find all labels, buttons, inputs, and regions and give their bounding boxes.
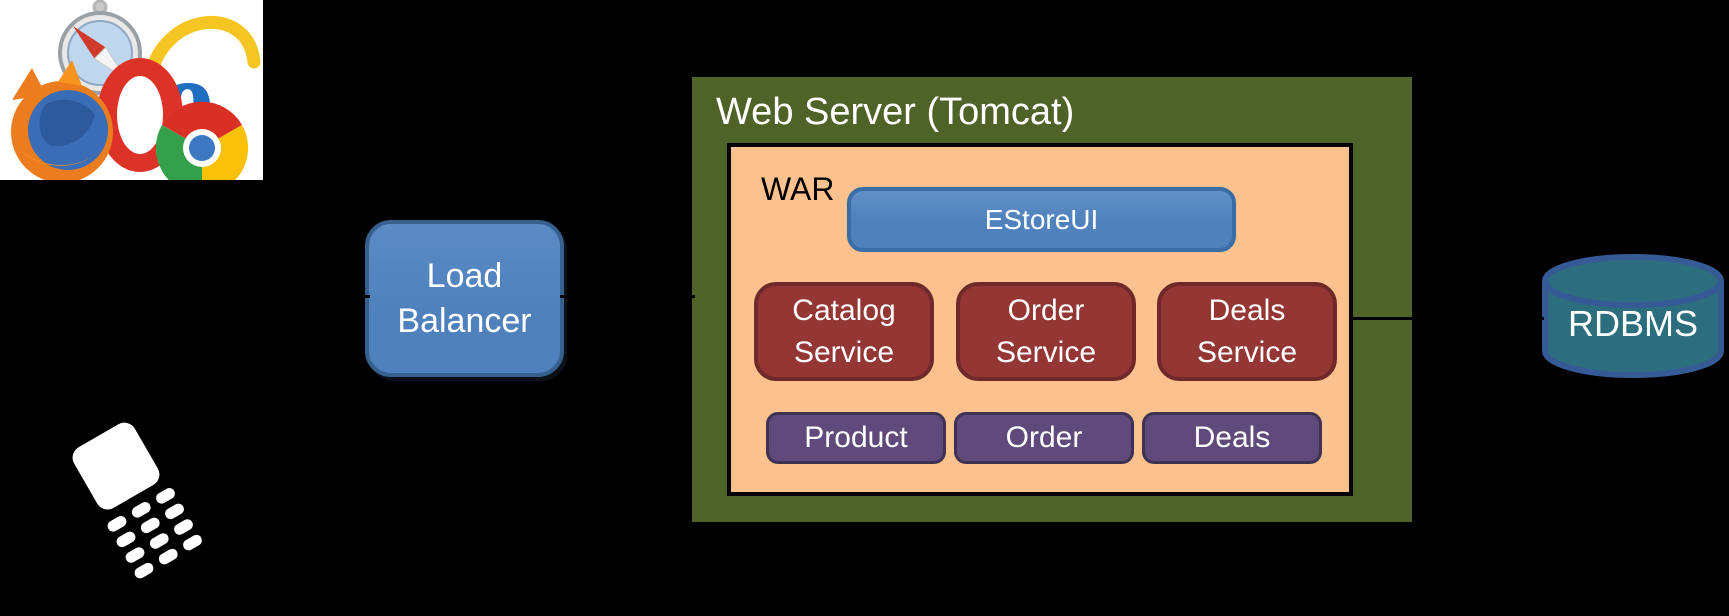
- catalog-service-label: Catalog Service: [792, 293, 896, 369]
- mobile-phone-icon: [62, 415, 208, 583]
- web-server-node: Web Server (Tomcat) WAR EStoreUI Catalog…: [692, 77, 1412, 522]
- order-model-label: Order: [1005, 421, 1083, 454]
- connector-loadbalancer-to-webserver: [560, 295, 695, 298]
- deals-model-label: Deals: [1193, 421, 1271, 454]
- rdbms-label: RDBMS: [1567, 303, 1698, 344]
- order-model-node: Order: [954, 412, 1134, 464]
- order-service-label: Order Service: [995, 293, 1097, 369]
- rdbms-node: RDBMS: [1539, 251, 1727, 381]
- estoreui-node: EStoreUI: [847, 187, 1236, 252]
- order-service-node: Order Service: [956, 282, 1136, 381]
- estoreui-label: EStoreUI: [984, 203, 1099, 235]
- deals-service-label: Deals Service: [1196, 293, 1298, 369]
- load-balancer-label: Load Balancer: [397, 257, 532, 340]
- browser-logos-collage-icon: e: [11, 0, 261, 195]
- product-model-label: Product: [804, 421, 908, 454]
- browser-logos-image: e: [0, 0, 263, 195]
- web-server-title: Web Server (Tomcat): [716, 91, 1075, 133]
- war-container: WAR EStoreUI Catalog Service Order Servi…: [727, 143, 1353, 496]
- catalog-service-node: Catalog Service: [754, 282, 934, 381]
- deals-model-node: Deals: [1142, 412, 1322, 464]
- chrome-icon: [155, 101, 249, 195]
- load-balancer-node: Load Balancer: [365, 220, 564, 377]
- war-label: WAR: [761, 171, 835, 207]
- connector-browsers-to-loadbalancer: [258, 295, 370, 298]
- deals-service-node: Deals Service: [1157, 282, 1337, 381]
- database-cylinder-icon: [1542, 254, 1724, 378]
- connector-war-to-rdbms: [1352, 317, 1544, 320]
- firefox-icon: [11, 60, 113, 183]
- product-model-node: Product: [766, 412, 946, 464]
